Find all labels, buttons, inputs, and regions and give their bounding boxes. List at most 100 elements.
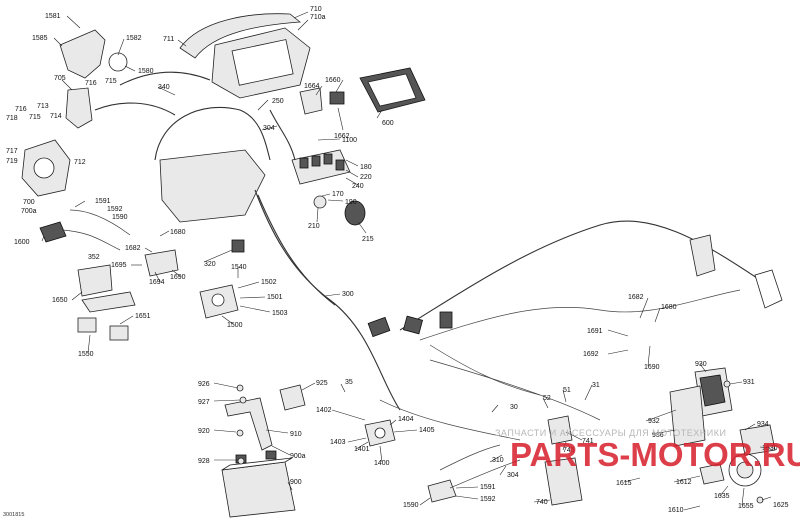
- label-931: 931: [743, 379, 755, 386]
- label-220: 220: [360, 174, 372, 181]
- label-900: 900: [290, 479, 302, 486]
- label-1100: 1100: [342, 137, 357, 144]
- label-51: 51: [563, 387, 571, 394]
- part-number-labels: 1581 1585 1582 1580 711 710 710a 705 716…: [6, 6, 789, 514]
- label-700a: 700a: [21, 208, 37, 215]
- label-719: 719: [6, 158, 18, 165]
- diagram-code: 3001815: [3, 512, 24, 518]
- label-927: 927: [198, 399, 210, 406]
- label-1615: 1615: [616, 480, 632, 487]
- part-1694: [144, 249, 179, 277]
- headlight-705: [65, 87, 93, 129]
- part-745: [547, 415, 573, 445]
- illustration: [21, 13, 783, 518]
- connector-cluster: [367, 311, 453, 338]
- label-1590-lower: 1590: [403, 502, 419, 509]
- label-928: 928: [198, 458, 210, 465]
- part-1550b: [109, 325, 129, 341]
- label-932: 932: [648, 418, 660, 425]
- label-1582: 1582: [126, 35, 142, 42]
- ecu-930: [669, 367, 733, 447]
- label-700: 700: [23, 199, 35, 206]
- part-1550a: [77, 317, 97, 333]
- label-1694: 1694: [149, 279, 165, 286]
- label-936: 936: [652, 432, 664, 439]
- watermark-text: ЗАПЧАСТИ И АКСЕССУАРЫ ДЛЯ МОТОТЕХНИКИ: [495, 428, 726, 438]
- label-180: 180: [360, 164, 372, 171]
- label-1592-upper: 1592: [107, 206, 123, 213]
- label-1680: 1680: [170, 229, 186, 236]
- label-1682: 1682: [125, 245, 141, 252]
- label-31: 31: [592, 382, 600, 389]
- part-740: [544, 457, 583, 506]
- relay-215: [344, 200, 366, 226]
- label-900a: 900a: [290, 453, 306, 460]
- label-1405: 1405: [419, 427, 435, 434]
- label-1550: 1550: [78, 351, 94, 358]
- label-304-lower: 304: [507, 472, 519, 479]
- label-210: 210: [308, 223, 320, 230]
- label-714: 714: [50, 113, 62, 120]
- label-705: 705: [54, 75, 66, 82]
- part-1660: [329, 91, 345, 105]
- label-1680-right: 1680: [661, 304, 677, 311]
- label-1501: 1501: [267, 294, 283, 301]
- label-300: 300: [342, 291, 354, 298]
- label-1404: 1404: [398, 416, 414, 423]
- label-711: 711: [163, 36, 174, 43]
- label-1503: 1503: [272, 310, 288, 317]
- part-1650: [77, 264, 113, 297]
- label-1691: 1691: [587, 328, 603, 335]
- battery-bracket-910: [224, 397, 273, 451]
- label-1591-upper: 1591: [95, 198, 111, 205]
- label-1612: 1612: [676, 479, 692, 486]
- label-1500: 1500: [227, 322, 243, 329]
- label-910: 910: [290, 431, 302, 438]
- label-1635: 1635: [714, 493, 730, 500]
- part-1400: [364, 419, 396, 447]
- label-1540: 1540: [231, 264, 247, 271]
- part-1590-lower: [427, 479, 457, 503]
- label-1591-lower: 1591: [480, 484, 496, 491]
- label-1402: 1402: [316, 407, 332, 414]
- label-1580: 1580: [138, 68, 154, 75]
- solenoid-1500: [199, 284, 239, 319]
- label-215: 215: [362, 236, 374, 243]
- label-250: 250: [272, 98, 284, 105]
- label-1625: 1625: [773, 502, 789, 509]
- display-600: [359, 67, 426, 113]
- label-1502: 1502: [261, 279, 277, 286]
- label-35: 35: [345, 379, 353, 386]
- label-1660: 1660: [325, 77, 341, 84]
- part-1600: [39, 221, 67, 243]
- watermark-logo: PARTS-MOTOR.RU: [510, 436, 800, 473]
- label-190: 190: [345, 199, 357, 206]
- label-745: 745: [563, 447, 575, 454]
- label-713: 713: [37, 103, 49, 110]
- label-1401: 1401: [354, 446, 370, 453]
- label-52: 52: [543, 395, 551, 402]
- part-190: [313, 195, 327, 209]
- label-741: 741: [582, 438, 594, 445]
- label-717: 717: [6, 148, 18, 155]
- bracket-1585: [59, 29, 106, 79]
- label-715-upper: 715: [105, 78, 117, 85]
- central-bracket: [159, 149, 266, 223]
- label-1403: 1403: [330, 439, 346, 446]
- label-710a: 710a: [310, 14, 326, 21]
- label-1690-right: 1690: [644, 364, 660, 371]
- label-1655: 1655: [738, 503, 754, 510]
- watermark: ЗАПЧАСТИ И АКСЕССУАРЫ ДЛЯ МОТОТЕХНИКИ PA…: [495, 428, 800, 473]
- label-710: 710: [310, 6, 322, 13]
- label-340: 340: [158, 84, 170, 91]
- label-1651: 1651: [135, 313, 151, 320]
- bracket-1664: [299, 87, 323, 115]
- label-1664: 1664: [304, 83, 320, 90]
- label-600: 600: [382, 120, 394, 127]
- fuse-box-180: [291, 149, 351, 185]
- label-926: 926: [198, 381, 210, 388]
- label-1592-lower: 1592: [480, 496, 496, 503]
- label-930: 930: [695, 361, 707, 368]
- label-304-upper: 304: [263, 125, 275, 132]
